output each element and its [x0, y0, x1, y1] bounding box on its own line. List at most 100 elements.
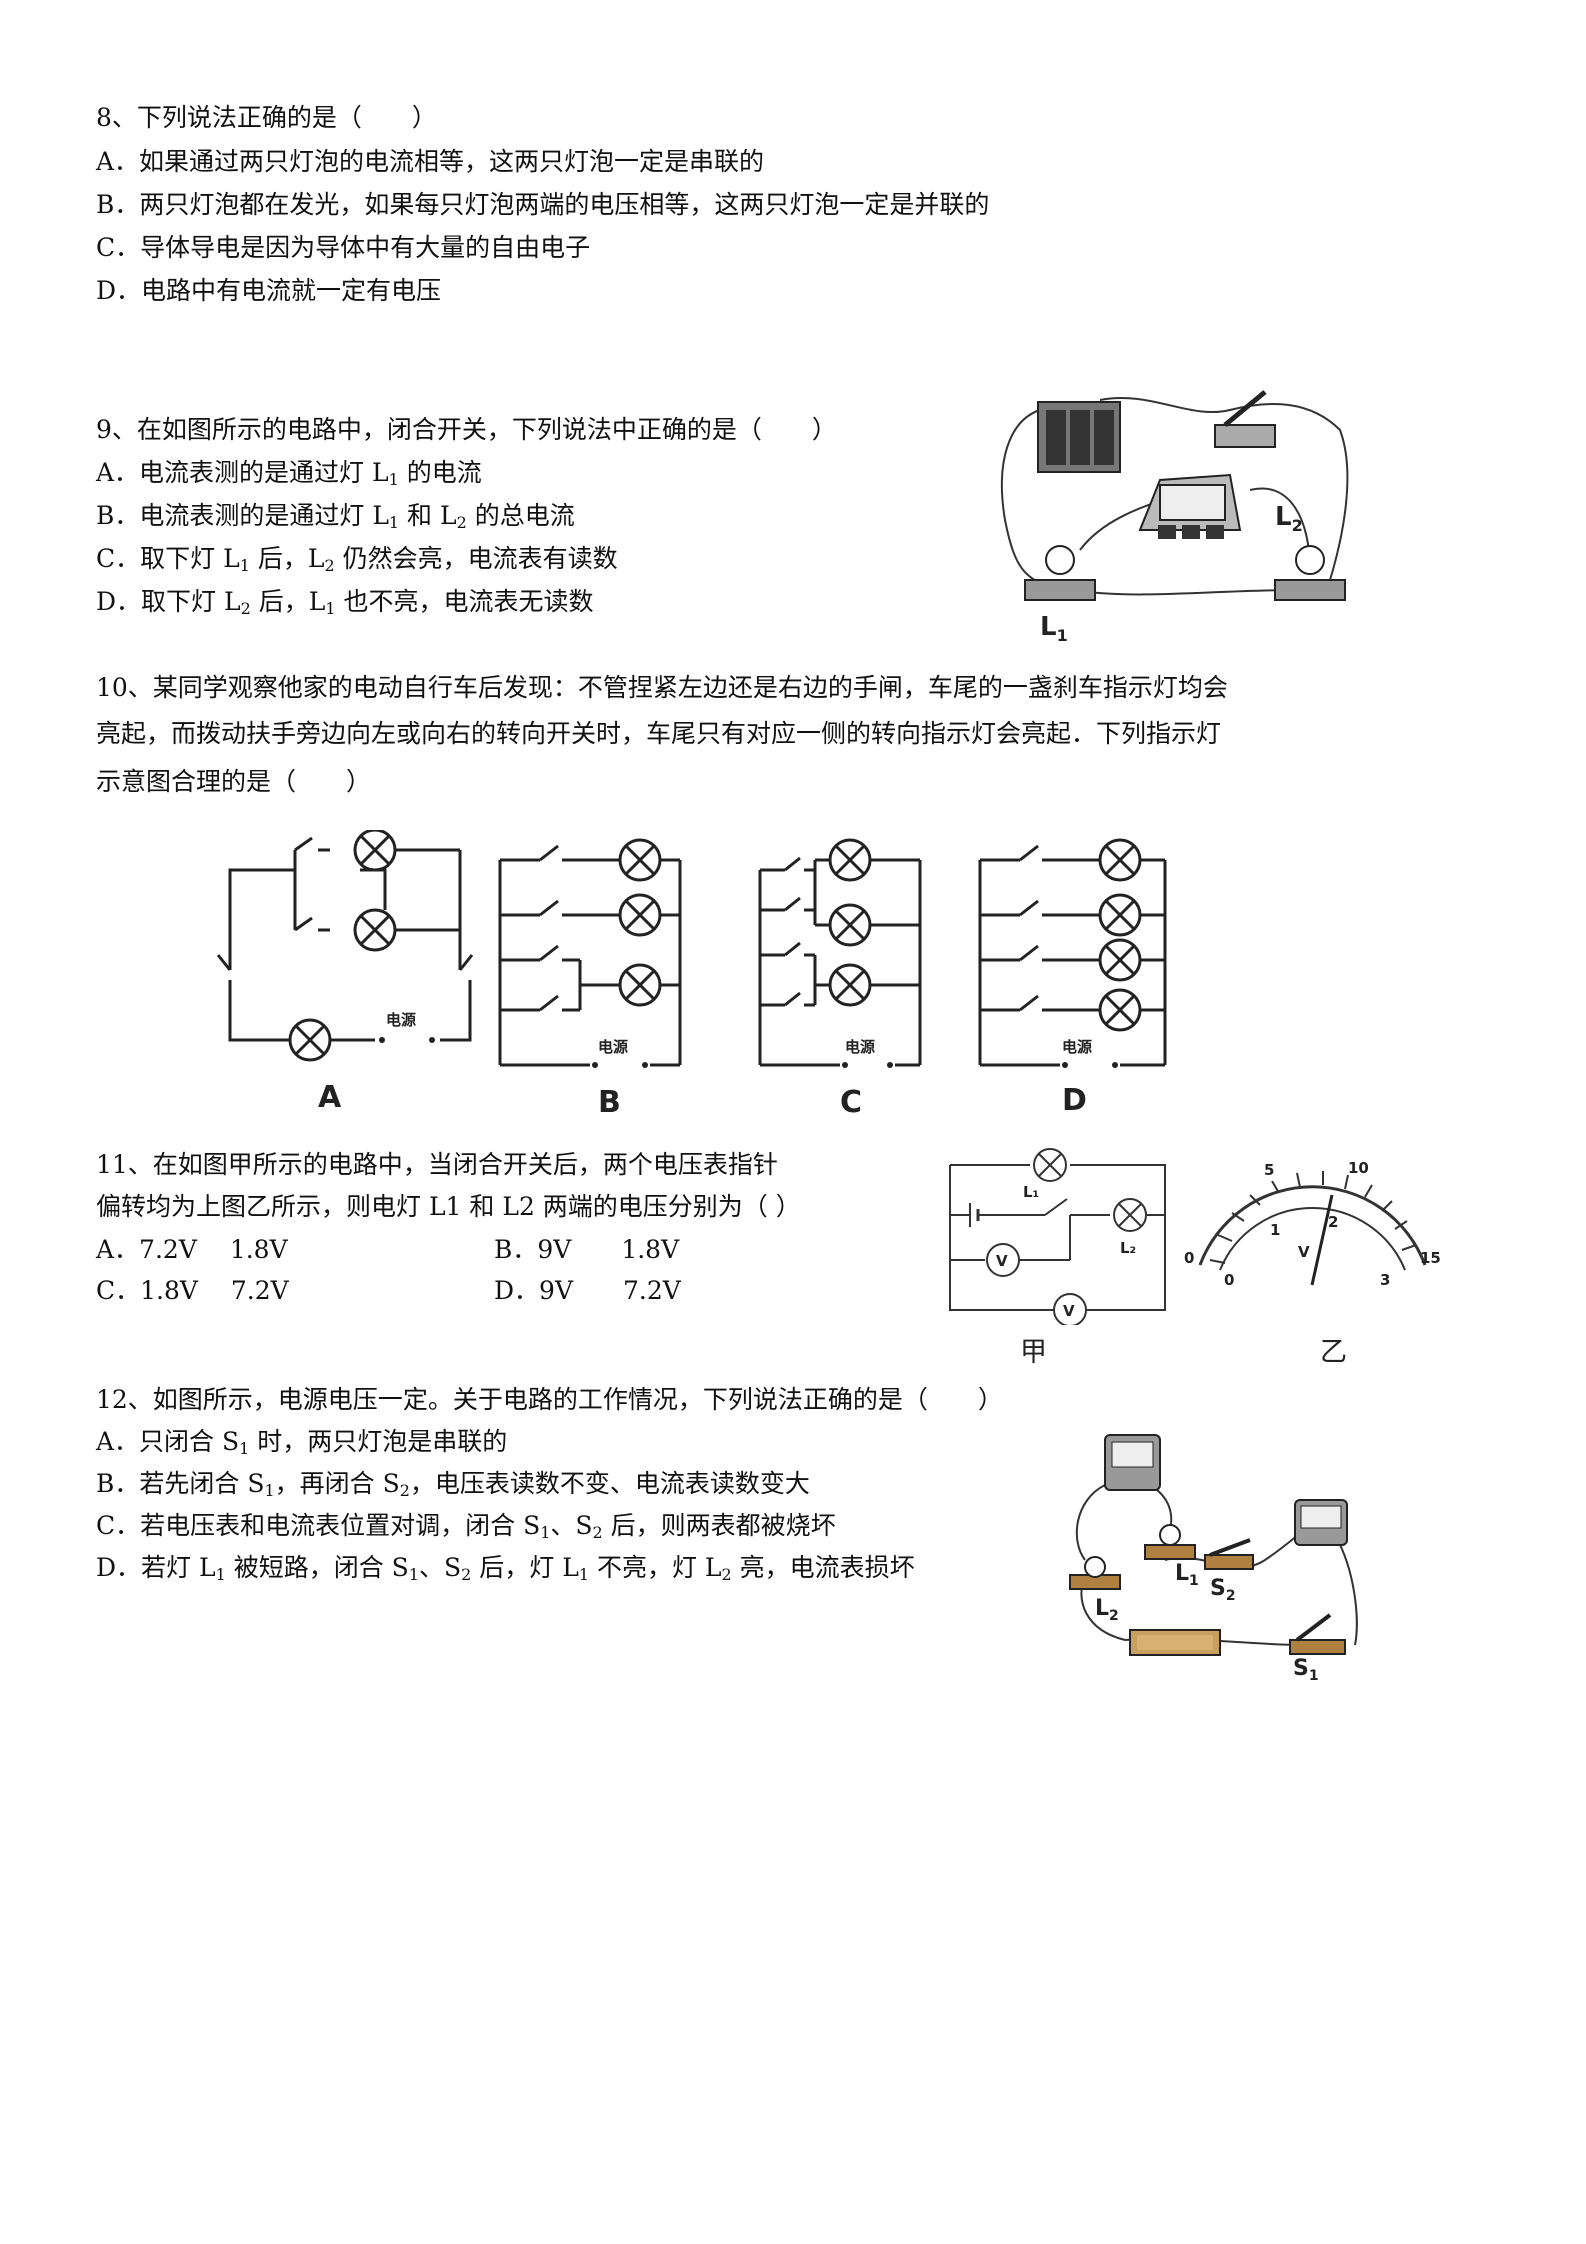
q10-stem-line1: 10、某同学观察他家的电动自行车后发现：不管捏紧左边还是右边的手闸，车尾的一盏刹… [96, 673, 1228, 702]
q12-circuit-figure: L1 L2 S2 S1 [1069, 1434, 1358, 1680]
q9-option-a[interactable]: A．电流表测的是通过灯 L1 的电流 [96, 456, 482, 490]
q9-option-d[interactable]: D．取下灯 L2 后，L1 也不亮，电流表无读数 [96, 585, 593, 619]
q9-b-sub1: 1 [388, 513, 400, 532]
q12-d-sub5: 2 [721, 1565, 732, 1584]
q12-c-sub2: 2 [592, 1523, 603, 1542]
q9-option-c[interactable]: C．取下灯 L1 后，L2 仍然会亮，电流表有读数 [96, 542, 618, 576]
q9-option-b[interactable]: B．电流表测的是通过灯 L1 和 L2 的总电流 [96, 499, 575, 533]
q12-c-sub1: 1 [540, 1523, 551, 1542]
q12-d-sub1: 1 [215, 1565, 226, 1584]
q12-b-text: B．若先闭合 S [96, 1469, 265, 1498]
q8-option-a[interactable]: A．如果通过两只灯泡的电流相等，这两只灯泡一定是串联的 [96, 147, 765, 176]
q9-battery-icon [1037, 401, 1121, 473]
q11-caption-jia: 甲 [1020, 1337, 1047, 1368]
q10-diagram-b: 电源 [498, 838, 682, 1068]
q10-diagram-a: 电源 [216, 830, 474, 1062]
q11-scale-b3: 3 [1380, 1271, 1390, 1289]
q9-b-text: B．电流表测的是通过灯 L [96, 501, 389, 530]
q9-a-text: A．电流表测的是通过灯 L [96, 458, 389, 487]
q9-c-text2: 后，L [249, 544, 325, 573]
q9-d-text: D．取下灯 L [96, 587, 241, 616]
q12-switch-s1-icon [1289, 1613, 1346, 1655]
q9-fig-l1-label: L1 [1040, 612, 1068, 645]
q10-a-power-label: 电源 [386, 1011, 416, 1029]
q12-a-sub: 1 [239, 1439, 250, 1458]
q11-fig-l2: L₂ [1120, 1239, 1136, 1257]
q10-caption-a: A [318, 1080, 342, 1115]
q11-stem-line2: 偏转均为上图乙所示，则电灯 L1 和 L2 两端的电压分别为（ ） [96, 1192, 801, 1221]
q12-fig-s1: S1 [1293, 1656, 1319, 1680]
q12-a-text2: 时，两只灯泡是串联的 [249, 1427, 508, 1456]
q11-fig-v1: V [996, 1252, 1008, 1270]
q11-circuit-jia: L₁ L₂ V V [949, 1148, 1166, 1325]
q11-scale-15: 15 [1420, 1249, 1441, 1267]
q12-bulb-l2-icon [1069, 1556, 1121, 1590]
q10-b-power-label: 电源 [598, 1038, 628, 1056]
q12-d-sub3: 2 [461, 1565, 472, 1584]
q8-option-d[interactable]: D．电路中有电流就一定有电压 [96, 276, 442, 305]
q12-d-text5: 不亮，灯 L [589, 1553, 722, 1582]
q11-scale-b0: 0 [1224, 1271, 1234, 1289]
q12-b-sub1: 1 [264, 1481, 275, 1500]
q12-d-sub2: 1 [408, 1565, 419, 1584]
q9-wire-bottom [1069, 589, 1301, 596]
q9-circuit-figure: L2 L1 [1001, 390, 1349, 645]
q12-a-text: A．只闭合 S [96, 1427, 240, 1456]
q10-stem-line2: 亮起，而拨动扶手旁边向左或向右的转向开关时，车尾只有对应一侧的转向指示灯会亮起．… [96, 719, 1222, 748]
q9-b-text3: 的总电流 [466, 501, 575, 530]
q12-option-c[interactable]: C．若电压表和电流表位置对调，闭合 S1、S2 后，则两表都被烧坏 [96, 1509, 836, 1543]
q11-scale-b2: 2 [1328, 1213, 1338, 1231]
q12-c-text: C．若电压表和电流表位置对调，闭合 S [96, 1511, 541, 1540]
q12-stem: 12、如图所示，电源电压一定。关于电路的工作情况，下列说法正确的是（ ） [96, 1385, 1003, 1414]
q11-stem-line1: 11、在如图甲所示的电路中，当闭合开关后，两个电压表指针 [96, 1150, 778, 1179]
q12-d-text3: 、S [419, 1553, 462, 1582]
q9-bulb-l2-icon [1274, 545, 1346, 601]
q8-option-c[interactable]: C．导体导电是因为导体中有大量的自由电子 [96, 233, 591, 262]
q12-fig-s2: S2 [1210, 1576, 1236, 1604]
q12-voltmeter-icon [1294, 1499, 1348, 1546]
q12-battery-icon [1129, 1629, 1221, 1656]
q9-stem: 9、在如图所示的电路中，闭合开关，下列说法中正确的是（ ） [96, 415, 837, 444]
q11-meter-ticks [1209, 1171, 1417, 1264]
q9-d-text3: 也不亮，电流表无读数 [335, 587, 594, 616]
q11-option-b[interactable]: B．9V 1.8V [494, 1235, 680, 1264]
q11-fig-l1: L₁ [1023, 1183, 1039, 1201]
q12-d-text6: 亮，电流表损坏 [731, 1553, 915, 1582]
q10-c-power-label: 电源 [845, 1038, 875, 1056]
q12-fig-l1: L1 [1175, 1561, 1199, 1589]
q11-scale-5: 5 [1264, 1161, 1274, 1179]
q12-b-text2: ，再闭合 S [274, 1469, 400, 1498]
q12-option-a[interactable]: A．只闭合 S1 时，两只灯泡是串联的 [96, 1425, 507, 1459]
q12-bulb-l1-icon [1144, 1524, 1196, 1560]
q12-d-sub4: 1 [578, 1565, 590, 1584]
q12-c-text2: 、S [550, 1511, 593, 1540]
q11-option-c[interactable]: C．1.8V 7.2V [96, 1276, 289, 1305]
q9-ammeter-icon [1138, 473, 1242, 539]
q10-d-power-label: 电源 [1062, 1038, 1092, 1056]
q9-bulb-l1-icon [1024, 545, 1096, 601]
q12-option-d[interactable]: D．若灯 L1 被短路，闭合 S1、S2 后，灯 L1 不亮，灯 L2 亮，电流… [96, 1551, 915, 1585]
q11-meter-needle [1310, 1194, 1334, 1286]
q11-meter-v-label: V [1298, 1243, 1310, 1261]
q9-c-text3: 仍然会亮，电流表有读数 [334, 544, 618, 573]
q11-fig-v2: V [1063, 1302, 1075, 1320]
q10-caption-d: D [1062, 1083, 1087, 1118]
q10-caption-c: C [840, 1085, 863, 1120]
q12-d-text2: 被短路，闭合 S [225, 1553, 409, 1582]
q11-caption-yi: 乙 [1320, 1337, 1347, 1368]
q8-option-b[interactable]: B．两只灯泡都在发光，如果每只灯泡两端的电压相等，这两只灯泡一定是并联的 [96, 190, 990, 219]
q9-d-sub2: 1 [325, 599, 336, 618]
q12-switch-s2-icon [1204, 1538, 1254, 1570]
q11-option-a[interactable]: A．7.2V 1.8V [96, 1235, 288, 1264]
q12-b-sub2: 2 [399, 1481, 410, 1500]
q11-scale-b1: 1 [1270, 1221, 1280, 1239]
q10-caption-b: B [598, 1085, 621, 1120]
q11-option-d[interactable]: D．9V 7.2V [494, 1276, 681, 1305]
q9-wire-top [1099, 396, 1349, 581]
q12-option-b[interactable]: B．若先闭合 S1，再闭合 S2，电压表读数不变、电流表读数变大 [96, 1467, 810, 1501]
q12-b-text3: ，电压表读数不变、电流表读数变大 [409, 1469, 810, 1498]
q9-c-sub2: 2 [324, 556, 335, 575]
q9-a-text2: 的电流 [398, 458, 482, 487]
q12-d-text: D．若灯 L [96, 1553, 216, 1582]
q9-switch-icon [1214, 390, 1276, 448]
